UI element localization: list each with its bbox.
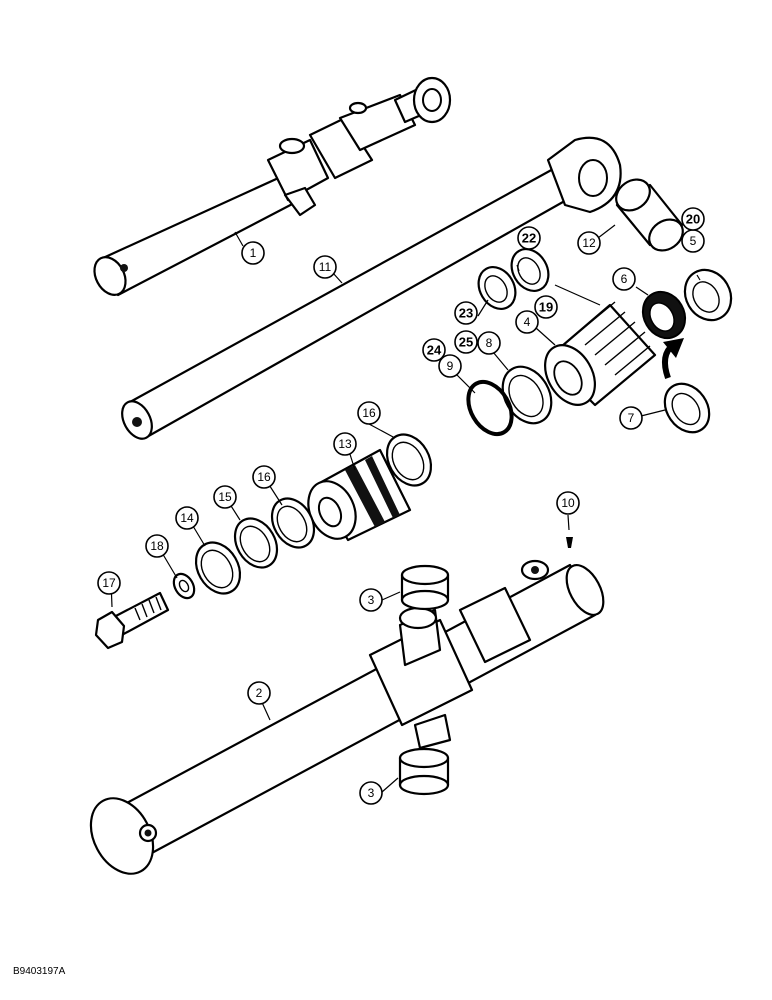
svg-text:17: 17 (102, 576, 116, 590)
svg-text:22: 22 (522, 231, 536, 246)
o-ring-9 (466, 379, 514, 437)
callout-14: 14 (175, 506, 199, 530)
arrow-head-icon (663, 338, 684, 358)
svg-text:6: 6 (621, 272, 628, 286)
svg-text:12: 12 (582, 236, 596, 250)
callout-2: 2 (247, 681, 271, 705)
svg-text:3: 3 (368, 786, 375, 800)
svg-text:11: 11 (319, 260, 332, 274)
callout-22: 22 (517, 226, 541, 250)
callout-11: 11 (313, 255, 337, 279)
bushing (615, 178, 684, 252)
cylinder-head-gland (544, 301, 657, 407)
cylinder-assembly-small (93, 76, 452, 297)
trunnion-bushing-top (400, 564, 450, 611)
callout-24: 24 (422, 338, 446, 362)
wear-ring-16-bottom (270, 497, 316, 549)
callout-16-left: 16 (252, 465, 276, 489)
rod-seal (641, 290, 687, 340)
svg-text:7: 7 (628, 411, 635, 425)
callout-4: 4 (515, 310, 539, 334)
svg-text:2: 2 (256, 686, 263, 700)
svg-text:9: 9 (447, 359, 454, 373)
svg-text:14: 14 (180, 511, 194, 525)
piston-rod (121, 136, 622, 440)
cylinder-barrel (89, 559, 605, 875)
callout-13: 13 (333, 432, 357, 456)
svg-text:25: 25 (459, 335, 473, 350)
piston-seal-14 (194, 541, 242, 595)
callout-3-top: 3 (359, 588, 383, 612)
callout-20: 20 (681, 207, 705, 231)
callout-15: 15 (213, 485, 237, 509)
svg-text:4: 4 (524, 315, 531, 329)
svg-text:15: 15 (218, 490, 232, 504)
svg-text:24: 24 (427, 343, 442, 358)
washer-18 (172, 572, 196, 600)
svg-text:3: 3 (368, 593, 375, 607)
callout-6: 6 (612, 267, 636, 291)
grease-fitting-icon (566, 537, 573, 548)
piston (307, 448, 412, 542)
piston-seal-15 (233, 517, 279, 569)
bolt (94, 591, 170, 650)
svg-text:18: 18 (150, 539, 164, 553)
svg-text:19: 19 (539, 300, 553, 315)
svg-text:8: 8 (486, 336, 493, 350)
backup-ring-23 (477, 266, 517, 310)
callout-23: 23 (454, 301, 478, 325)
wear-ring-16-top (385, 433, 433, 487)
callout-25: 25 (454, 330, 478, 354)
svg-text:10: 10 (561, 496, 575, 510)
callout-3-bottom: 3 (359, 781, 383, 805)
callout-16-right: 16 (357, 401, 381, 425)
callout-17: 17 (97, 571, 121, 595)
callout-8: 8 (477, 331, 501, 355)
callout-10: 10 (556, 491, 580, 515)
callout-9: 9 (438, 354, 462, 378)
svg-text:23: 23 (459, 306, 473, 321)
callout-5: 5 (681, 229, 705, 253)
svg-text:1: 1 (250, 246, 257, 260)
svg-text:20: 20 (686, 212, 700, 227)
callout-19: 19 (534, 295, 558, 319)
figure-reference-code: B9403197A (13, 966, 66, 977)
svg-text:16: 16 (362, 406, 376, 420)
o-ring-22 (510, 248, 550, 292)
svg-text:16: 16 (257, 470, 271, 484)
wiper-ring (683, 268, 733, 322)
callout-18: 18 (145, 534, 169, 558)
trunnion-bushing-bottom (398, 747, 450, 796)
backup-ring (663, 382, 711, 434)
svg-text:5: 5 (690, 234, 697, 248)
backup-ring-8 (501, 365, 553, 425)
callout-7: 7 (619, 406, 643, 430)
callout-1: 1 (241, 241, 265, 265)
callout-12: 12 (577, 231, 601, 255)
svg-text:13: 13 (338, 437, 352, 451)
